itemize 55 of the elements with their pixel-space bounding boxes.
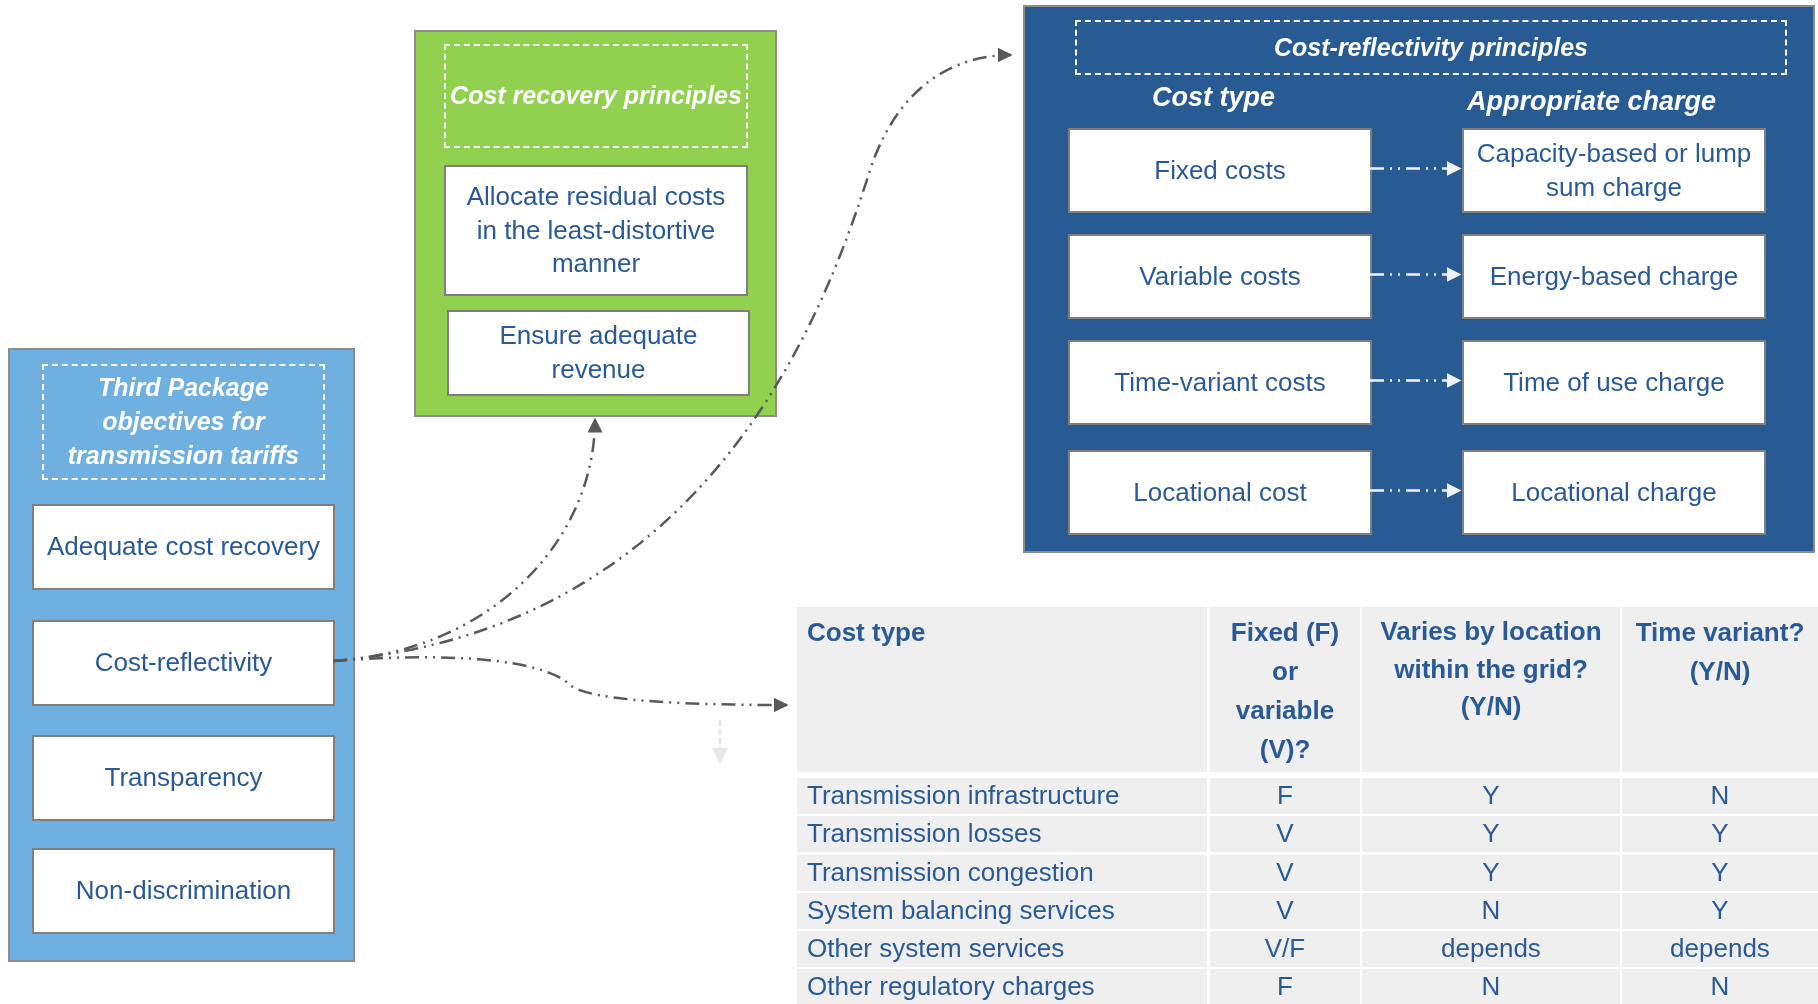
header-cell: Time variant? (Y/N) [1622, 607, 1818, 772]
table-cell: depends [1622, 931, 1818, 967]
text-box: Allocate residual costs in the least-distortive manner [444, 165, 748, 296]
table-cell: Transmission infrastructure [797, 778, 1207, 814]
panel-heading: Cost recovery principles [444, 44, 748, 148]
table-cell: Y [1622, 893, 1818, 929]
text-box: Adequate cost recovery [32, 504, 335, 590]
header-cell: Fixed (F) or variable (V)? [1210, 607, 1360, 772]
table-cell: Other system services [797, 931, 1207, 967]
table-cell: N [1362, 893, 1620, 929]
table-cell: Y [1622, 855, 1818, 891]
arrow [1370, 267, 1462, 282]
table-cell: Transmission losses [797, 816, 1207, 852]
arrow [1370, 161, 1462, 176]
table-cell: V [1210, 816, 1360, 852]
table-cell: Other regulatory charges [797, 969, 1207, 1004]
header-cell: Varies by location within the grid? (Y/N) [1362, 607, 1620, 772]
table-cell: Y [1362, 778, 1620, 814]
panel-heading: Third Package objectives for transmission tariffs [42, 364, 325, 480]
text-box: Fixed costs [1068, 128, 1372, 213]
text-box: Energy-based charge [1462, 234, 1766, 319]
table-cell: Transmission congestion [797, 855, 1207, 891]
text-box: Non-discrimination [32, 848, 335, 934]
table-cell: System balancing services [797, 893, 1207, 929]
text-box: Time of use charge [1462, 340, 1766, 425]
text-box: Locational charge [1462, 450, 1766, 535]
table-cell: V [1210, 855, 1360, 891]
arrow [1370, 483, 1462, 498]
text-box: Time-variant costs [1068, 340, 1372, 425]
table-cell: Y [1362, 855, 1620, 891]
header-cell: Cost type [797, 607, 1207, 772]
table-cell: V/F [1210, 931, 1360, 967]
panel-heading: Cost-reflectivity principles [1075, 20, 1787, 75]
text-box: Capacity-based or lump sum charge [1462, 128, 1766, 213]
text-box: Cost-reflectivity [32, 620, 335, 706]
panel [414, 30, 777, 417]
table-cell: V [1210, 893, 1360, 929]
table-cell: depends [1362, 931, 1620, 967]
text-box: Ensure adequate revenue [447, 310, 750, 396]
text-box: Locational cost [1068, 450, 1372, 535]
column-heading: Appropriate charge [1467, 86, 1717, 117]
table-cell: N [1622, 778, 1818, 814]
panel [8, 348, 355, 962]
table-cell: F [1210, 969, 1360, 1004]
table-cell: Y [1622, 816, 1818, 852]
table-cell: N [1362, 969, 1620, 1004]
panel [1023, 5, 1815, 553]
text-box: Variable costs [1068, 234, 1372, 319]
table-cell: F [1210, 778, 1360, 814]
text-box: Transparency [32, 735, 335, 821]
column-heading: Cost type [1152, 82, 1276, 113]
arrow [1370, 373, 1462, 388]
arrow [332, 656, 789, 713]
table-cell: Y [1362, 816, 1620, 852]
table-cell: N [1622, 969, 1818, 1004]
